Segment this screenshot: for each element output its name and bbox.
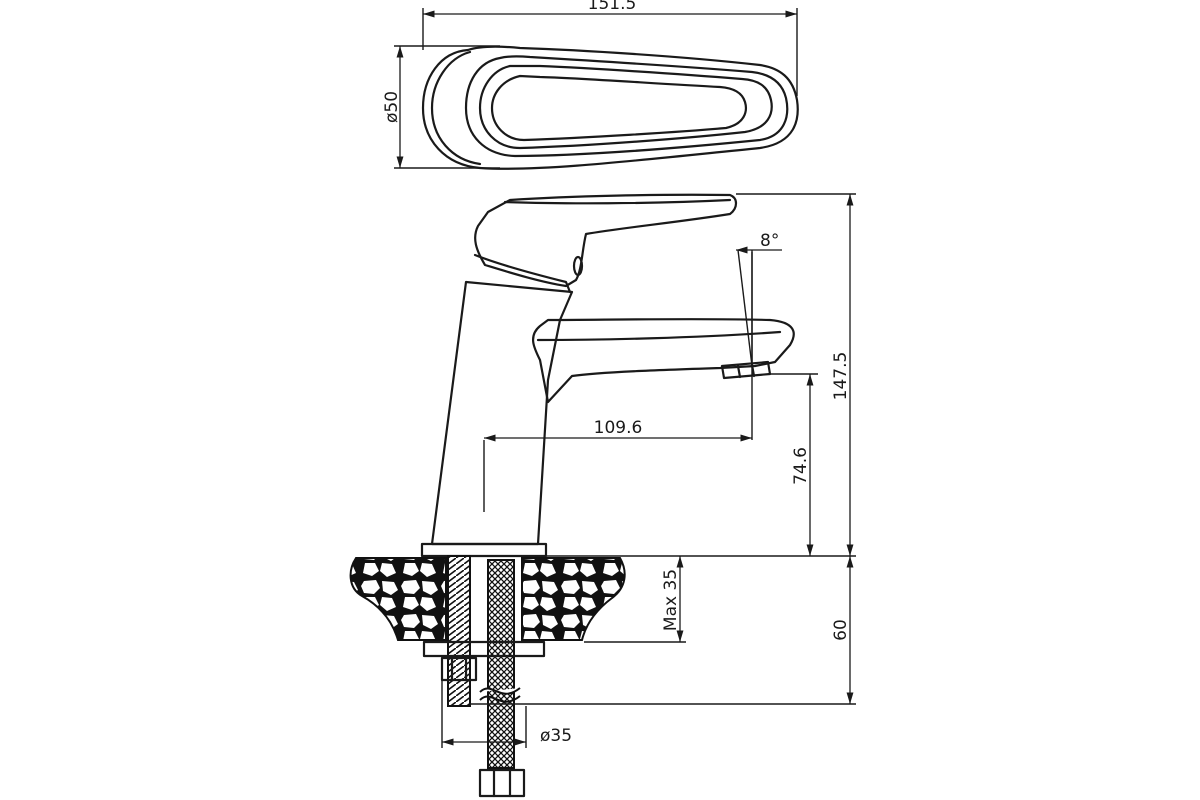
spout	[532, 318, 795, 404]
hose-break-line	[479, 687, 521, 695]
dim-overall-length-label: 151.5	[588, 0, 637, 14]
lever-handle	[474, 193, 738, 288]
countertop-right-section	[521, 557, 626, 641]
dimension-total-height: 147.5	[546, 193, 856, 557]
dim-total-height-label: 147.5	[831, 352, 851, 401]
top-view-outer-outline	[421, 45, 799, 170]
dim-max-deck-label: Max 35	[661, 569, 681, 631]
hose-connector	[478, 768, 526, 798]
dim-handle-diameter-label: ø50	[382, 91, 402, 123]
lever-handle-underside	[473, 253, 572, 294]
base-flange	[420, 542, 548, 558]
top-view-handle-outer	[464, 55, 789, 158]
dimension-spout-angle: 8°	[736, 231, 782, 367]
faucet-body	[430, 280, 574, 546]
dimension-handle-diameter: ø50	[382, 45, 500, 169]
dim-spout-reach-label: 109.6	[594, 418, 643, 438]
threaded-rod	[447, 555, 471, 707]
dimension-spout-reach: 109.6	[484, 252, 753, 442]
countertop-left-section	[349, 557, 447, 641]
lever-handle-top-crease	[503, 198, 732, 205]
dimension-below-deck-length: 60	[470, 556, 856, 705]
flexible-hose	[487, 559, 515, 769]
dimension-overall-length: 151.5	[422, 0, 798, 96]
dimension-spout-height: 74.6	[770, 373, 818, 556]
dimension-max-deck-thickness: Max 35	[584, 556, 686, 643]
fixing-nut	[440, 656, 478, 682]
dim-below-deck-label: 60	[831, 619, 851, 641]
dim-spout-angle-label: 8°	[760, 231, 779, 251]
fixing-plate	[422, 640, 546, 658]
top-view-handle-mid	[478, 64, 773, 150]
top-view-handle-inner	[490, 74, 747, 142]
top-view	[421, 45, 799, 170]
top-view-base-ring	[430, 50, 482, 166]
dim-spout-height-label: 74.6	[791, 447, 811, 485]
side-view	[349, 193, 795, 798]
lever-screw	[572, 255, 584, 277]
dim-base-diameter-label: ø35	[540, 726, 572, 746]
spout-crease	[536, 330, 782, 342]
dimension-base-diameter: ø35	[441, 680, 572, 748]
